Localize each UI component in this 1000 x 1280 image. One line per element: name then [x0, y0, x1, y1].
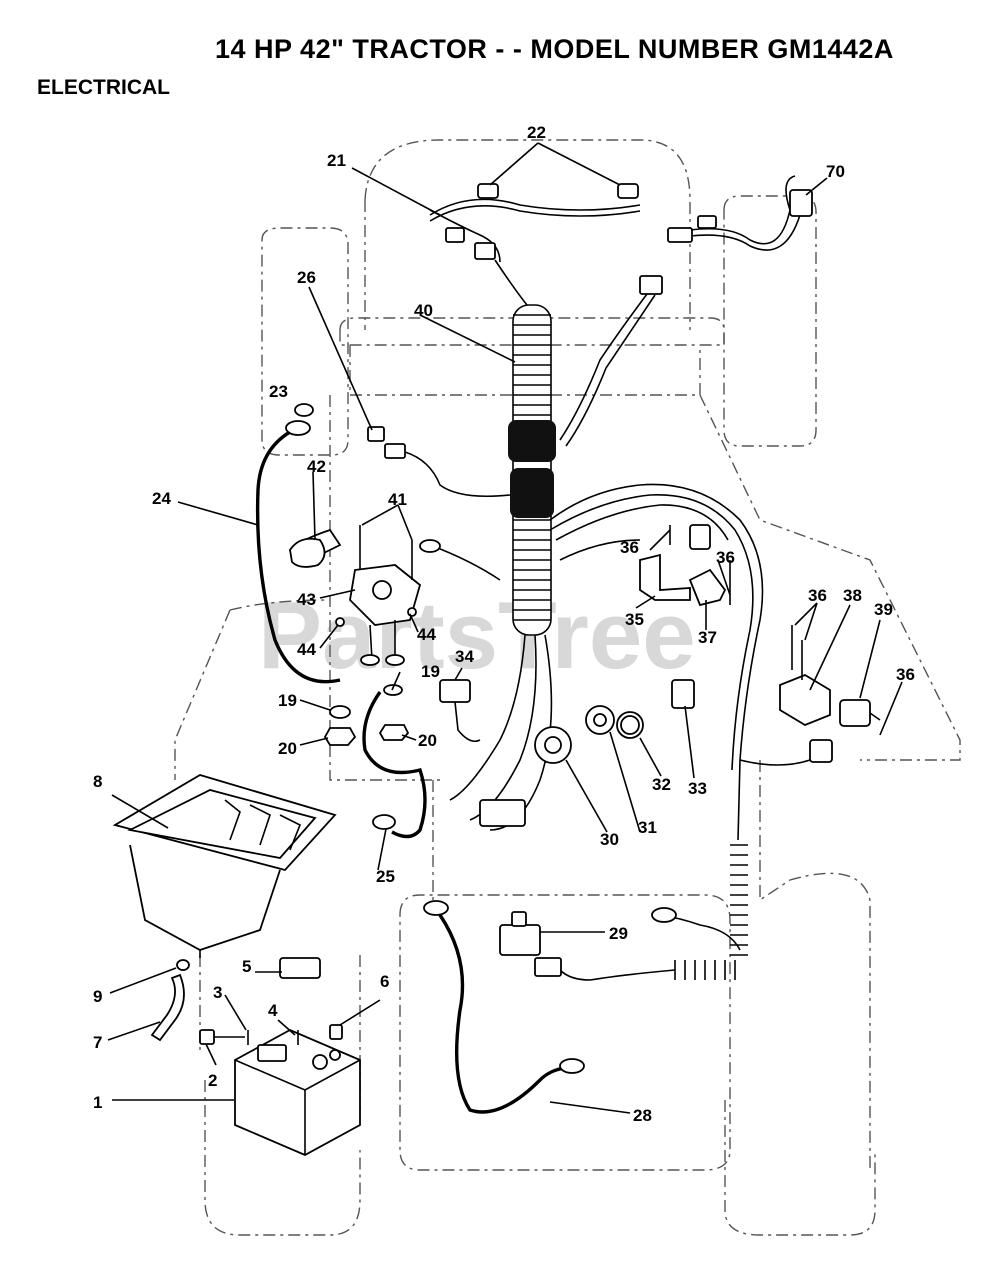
callout-28: 28: [633, 1106, 652, 1125]
callout-36c: 36: [808, 586, 827, 605]
cable-28: [423, 900, 677, 1114]
callout-4: 4: [268, 1001, 278, 1020]
callout-6: 6: [380, 972, 389, 991]
callout-5: 5: [242, 957, 251, 976]
bracket-38-switch-39: [779, 625, 881, 727]
callout-70: 70: [826, 162, 845, 181]
callout-8: 8: [93, 772, 102, 791]
cable-25: [362, 691, 427, 839]
callout-32: 32: [652, 775, 671, 794]
brackets: [639, 524, 731, 607]
battery-1: [150, 957, 361, 1156]
callout-20b: 20: [418, 731, 437, 750]
watermark: PartsTree: [258, 582, 696, 689]
callout-2: 2: [208, 1071, 217, 1090]
battery-tray-8: [112, 774, 337, 958]
callout-26: 26: [297, 268, 316, 287]
callout-24: 24: [152, 489, 171, 508]
callout-25: 25: [376, 867, 395, 886]
callout-36a: 36: [620, 538, 639, 557]
callout-36b: 36: [716, 548, 735, 567]
callout-3: 3: [213, 983, 222, 1002]
ignition-switch: [479, 705, 644, 827]
headlight-harness: [429, 183, 641, 263]
callout-7: 7: [93, 1033, 102, 1052]
callout-44b: 44: [417, 625, 436, 644]
callout-20a: 20: [278, 739, 297, 758]
callout-29: 29: [609, 924, 628, 943]
callout-21: 21: [327, 151, 346, 170]
switch-34: [439, 679, 481, 743]
safety-switch-29: [499, 911, 562, 977]
connector-26: [367, 426, 511, 498]
callout-36d: 36: [896, 665, 915, 684]
callout-22: 22: [527, 123, 546, 142]
page-title: 14 HP 42" TRACTOR - - MODEL NUMBER GM144…: [215, 34, 894, 64]
callout-41: 41: [388, 490, 407, 509]
callout-42: 42: [307, 457, 326, 476]
section-label: ELECTRICAL: [37, 76, 170, 99]
fuse-holder-42: [289, 537, 326, 568]
spiral-wrap: [508, 304, 556, 636]
callout-40: 40: [414, 301, 433, 320]
callout-34: 34: [455, 647, 474, 666]
callout-33: 33: [688, 779, 707, 798]
main-wire-loom: [449, 259, 833, 841]
callout-38: 38: [843, 586, 862, 605]
callout-1: 1: [93, 1093, 102, 1112]
callout-19b: 19: [421, 662, 440, 681]
dash-harness: [667, 175, 813, 251]
callout-37: 37: [698, 628, 717, 647]
callout-35: 35: [625, 610, 644, 629]
callout-44a: 44: [297, 640, 316, 659]
callout-9: 9: [93, 987, 102, 1006]
switch-33: [671, 679, 695, 709]
callout-19a: 19: [278, 691, 297, 710]
callout-43: 43: [297, 590, 316, 609]
callout-numbers: 22 21 70 26 40 23 42 24 41 43 44 44 19 1…: [93, 123, 915, 1125]
callout-39: 39: [874, 600, 893, 619]
leader-lines: [107, 142, 903, 1114]
callout-31: 31: [638, 818, 657, 837]
callout-23: 23: [269, 382, 288, 401]
callout-30: 30: [600, 830, 619, 849]
battery-cable-24: [255, 403, 341, 684]
